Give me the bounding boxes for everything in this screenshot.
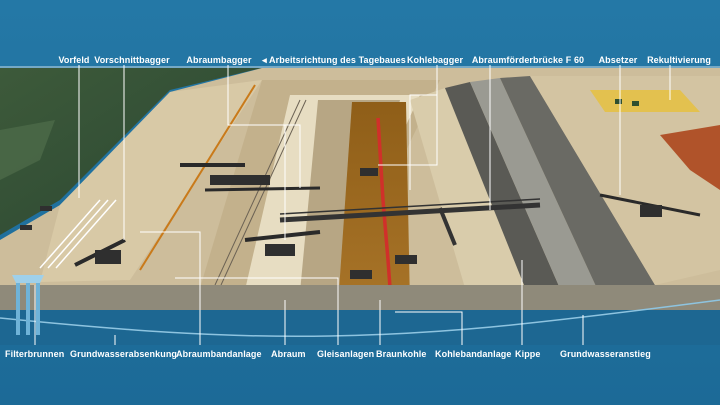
label-arbeitsrichtung: ◂ Arbeitsrichtung des Tagebaues (262, 55, 406, 65)
recultivation-forest (660, 125, 720, 190)
track-line-2 (220, 99, 307, 286)
label-rekultivierung: Rekultivierung (647, 55, 711, 65)
kippe-slope-light (410, 88, 530, 305)
track-line-1 (214, 99, 301, 286)
label-abraumbandanlage: Abraumbandanlage (176, 349, 262, 359)
label-absetzer: Absetzer (598, 55, 638, 65)
excavator-vorschnitt (74, 238, 126, 267)
leader-lines (34, 65, 671, 345)
forest-area (0, 68, 262, 235)
vorfeld-track-3 (55, 199, 117, 269)
label-filterbrunnen: Filterbrunnen (5, 349, 65, 359)
filter-wells (12, 275, 44, 335)
label-vorfeld: Vorfeld (58, 55, 90, 65)
ground-base-layer (0, 285, 720, 310)
kippe-slope-mid (470, 78, 600, 300)
coal-seam (338, 102, 410, 305)
vorfeld-track-2 (47, 199, 109, 269)
excavator-abraum-2 (244, 230, 321, 256)
label-vorschnittbagger: Vorschnittbagger (94, 55, 170, 65)
vehicles (20, 99, 639, 230)
f60-bridge-truss (279, 198, 541, 215)
vorfeld-plateau (40, 80, 262, 282)
kippe-slope-dark (445, 82, 565, 300)
kippe-plateau (530, 76, 720, 285)
label-kippe: Kippe (515, 349, 541, 359)
forest-clearing (0, 120, 55, 180)
label-kohlebandanlage: Kohlebandanlage (435, 349, 512, 359)
groundwater-zone (0, 310, 720, 345)
label-kohlebagger: Kohlebagger (406, 55, 464, 65)
label-abraumfoerderbruecke: Abraumförderbrücke F 60 (471, 55, 585, 65)
label-abraumbagger: Abraumbagger (186, 55, 252, 65)
spreader-absetzer (599, 193, 701, 217)
groundwater-level-line (0, 299, 720, 338)
f60-bridge-support (438, 207, 457, 246)
abraum-belt-line (139, 84, 256, 271)
label-abraum: Abraum (271, 349, 306, 359)
recultivation-field (590, 90, 700, 112)
kippe-slope-grey (500, 76, 655, 295)
label-grundwasserabsenkung: Grundwasserabsenkung (70, 349, 178, 359)
label-gleisanlagen: Gleisanlagen (317, 349, 375, 359)
f60-bridge-deck (279, 202, 541, 223)
label-braunkohle: Braunkohle (376, 349, 427, 359)
label-grundwasseranstieg: Grundwasseranstieg (560, 349, 651, 359)
excavator-abraum-1 (180, 163, 321, 192)
vorfeld-track-1 (39, 199, 101, 269)
